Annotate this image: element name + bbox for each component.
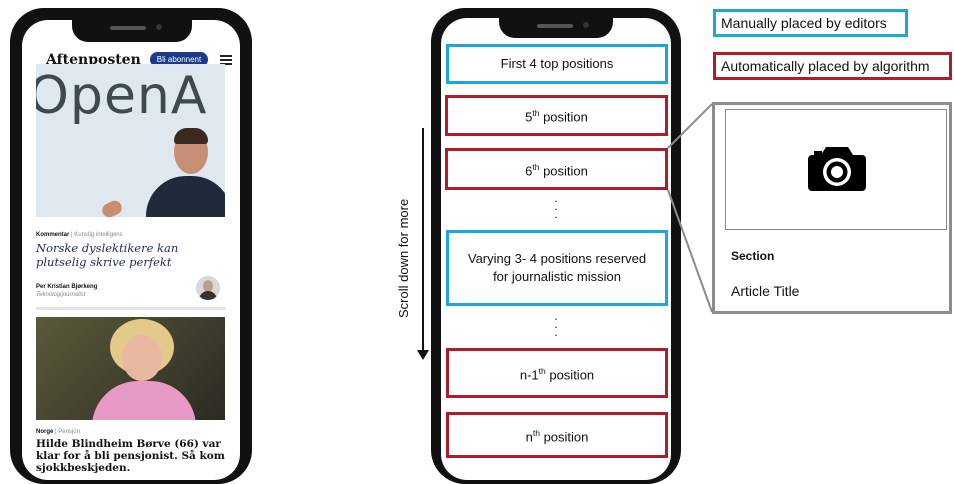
phone-notch bbox=[499, 14, 613, 38]
slot-journalistic-mission: Varying 3- 4 positions reserved for jour… bbox=[446, 230, 668, 306]
zoom-line-bottom bbox=[667, 189, 713, 313]
legend-manual: Manually placed by editors bbox=[713, 9, 908, 37]
phone-speaker bbox=[537, 24, 573, 28]
phone-camera bbox=[583, 22, 589, 28]
scroll-arrow-line bbox=[422, 128, 424, 352]
article2-tag: Pensjon bbox=[58, 429, 80, 435]
article2-image[interactable] bbox=[36, 317, 225, 420]
hero-image[interactable]: OpenA bbox=[36, 64, 225, 217]
phone-speaker bbox=[110, 26, 146, 30]
article-card-zoom: Section Article Title bbox=[712, 102, 952, 314]
card-image-placeholder bbox=[725, 109, 947, 230]
article1-tag: Kunstig intelligens bbox=[74, 232, 123, 238]
slot-6th: 6th position bbox=[445, 148, 668, 190]
legend-auto-label: Automatically placed by algorithm bbox=[721, 58, 930, 74]
article1-author-role: Teknologijournalist bbox=[36, 292, 86, 298]
phone-notch bbox=[72, 16, 192, 42]
slot-6th-label: 6th position bbox=[525, 161, 588, 179]
author-avatar bbox=[196, 276, 220, 300]
article1-kicker: Kommentar | Kunstig intelligens bbox=[36, 232, 123, 238]
article2-kicker: Norge | Pensjon bbox=[36, 429, 80, 435]
slot-top-4: First 4 top positions bbox=[446, 44, 668, 84]
article1-author: Per Kristian Bjørkeng bbox=[36, 284, 98, 290]
slot-nth: nth position bbox=[446, 412, 668, 458]
slot-n-minus-1: n-1th position bbox=[446, 348, 668, 398]
menu-icon[interactable] bbox=[220, 55, 232, 65]
article2-person-face bbox=[122, 335, 162, 381]
article1-headline[interactable]: Norske dyslektikere kan plutselig skrive… bbox=[36, 241, 179, 269]
slot-top-4-label: First 4 top positions bbox=[500, 56, 614, 71]
slot-nth-label: nth position bbox=[525, 427, 589, 445]
article1-category: Kommentar bbox=[36, 232, 70, 238]
slot-5th: 5th position bbox=[445, 95, 668, 136]
left-phone: Aftenposten Bli abonnent OpenA Kommentar… bbox=[10, 8, 252, 484]
subscribe-button[interactable]: Bli abonnent bbox=[150, 52, 208, 67]
phone-camera bbox=[156, 24, 162, 30]
legend-auto: Automatically placed by algorithm bbox=[713, 52, 952, 80]
card-article-title: Article Title bbox=[731, 283, 800, 299]
article2-headline[interactable]: Hilde Blindheim Børve (66) var klar for … bbox=[36, 438, 225, 474]
article-divider bbox=[36, 307, 226, 310]
app-header: Aftenposten Bli abonnent bbox=[22, 48, 240, 74]
zoom-line-top bbox=[667, 103, 713, 149]
slot-journalistic-label: Varying 3- 4 positions reserved for jour… bbox=[467, 251, 647, 284]
hero-person-hair bbox=[174, 128, 208, 144]
article2-category: Norge bbox=[36, 429, 54, 435]
ellipsis-dots: ... bbox=[554, 309, 558, 339]
slot-5th-label: 5th position bbox=[525, 108, 588, 125]
camera-icon bbox=[808, 147, 866, 191]
scroll-arrow-head bbox=[417, 350, 429, 360]
ellipsis-dots: ... bbox=[554, 191, 558, 221]
card-section: Section bbox=[731, 249, 775, 263]
hero-image-text: OpenA bbox=[36, 66, 208, 126]
slot-n-minus-1-label: n-1th position bbox=[519, 365, 595, 383]
legend-manual-label: Manually placed by editors bbox=[721, 15, 887, 31]
left-phone-screen: Aftenposten Bli abonnent OpenA Kommentar… bbox=[22, 20, 240, 480]
